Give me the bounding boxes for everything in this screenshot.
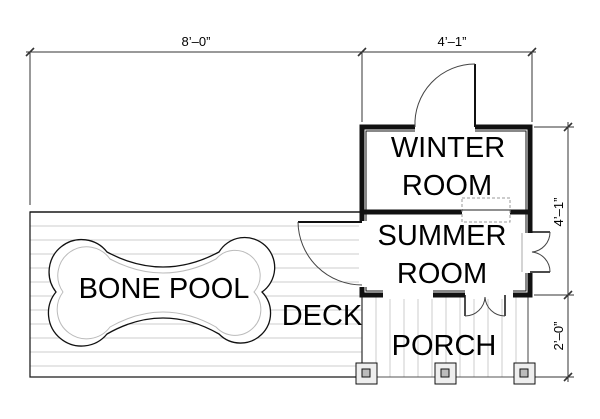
porch (361, 295, 529, 378)
post (355, 362, 378, 385)
summer-room-label-1: SUMMER (378, 220, 507, 252)
winter-room-label-1: WINTER (391, 132, 505, 164)
post (513, 362, 536, 385)
dimension-house-depth: 4’–1” (551, 198, 566, 227)
deck-label: DECK (282, 300, 363, 332)
openings (359, 122, 533, 299)
dimension-lines (25, 47, 574, 382)
porch-posts (355, 362, 536, 385)
bone-pool (47, 236, 276, 347)
side-double-door[interactable] (531, 231, 551, 273)
winter-door-swing (414, 63, 476, 128)
porch-double-door[interactable] (464, 296, 506, 317)
dimension-house-width: 4’–1” (438, 34, 467, 49)
doors (297, 63, 551, 317)
bone-pool-label: BONE POOL (79, 273, 250, 305)
post (434, 362, 457, 385)
summer-room-label-2: ROOM (397, 258, 487, 290)
winter-room-label-2: ROOM (402, 170, 492, 202)
porch-label: PORCH (392, 330, 497, 362)
dimension-deck-width: 8’–0” (182, 34, 211, 49)
dimension-porch-depth: 2’–0” (551, 322, 566, 351)
deck-door-swing (297, 221, 363, 286)
